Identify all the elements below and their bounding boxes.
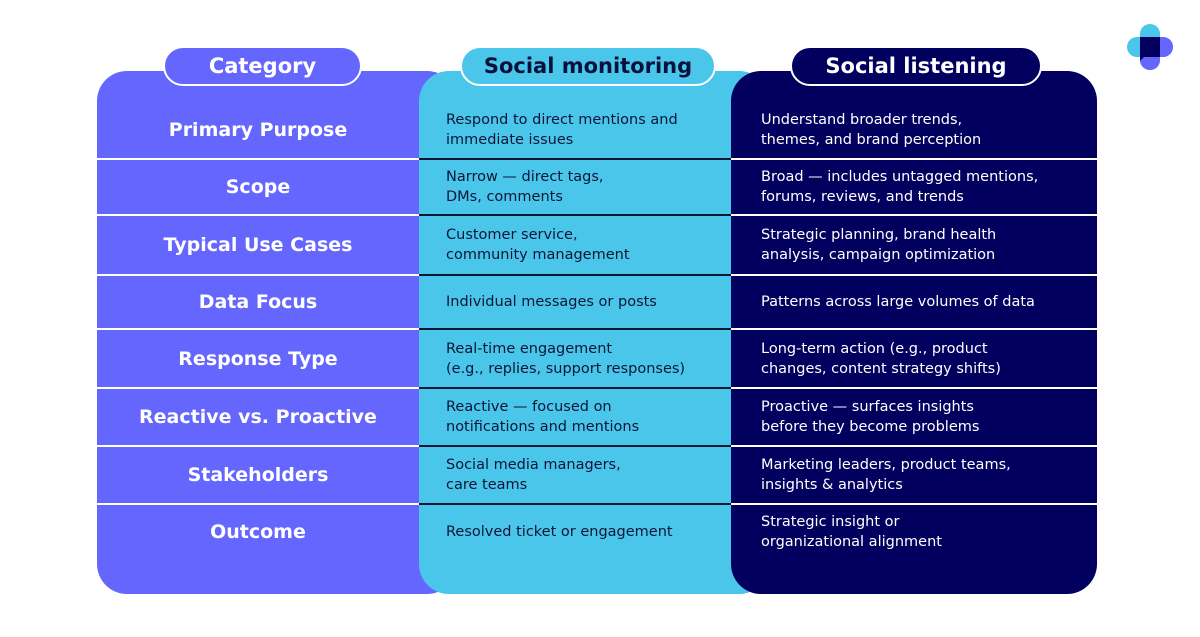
row-divider bbox=[419, 445, 731, 447]
brand-plus-logo-icon bbox=[1127, 24, 1173, 70]
monitoring-cell: Resolved ticket or engagement bbox=[419, 504, 731, 560]
monitoring-cell-text: Individual messages or posts bbox=[446, 294, 657, 310]
category-cell-text: Typical Use Cases bbox=[163, 234, 353, 256]
monitoring-cell-text: Narrow — direct tags, DMs, comments bbox=[446, 169, 604, 205]
category-cell-text: Primary Purpose bbox=[168, 118, 348, 141]
listening-cell: Marketing leaders, product teams, insigh… bbox=[731, 446, 1097, 504]
monitoring-header: Social monitoring bbox=[460, 46, 716, 86]
listening-cell: Patterns across large volumes of data bbox=[731, 275, 1097, 329]
listening-cell-text: Strategic planning, brand health analysi… bbox=[761, 227, 997, 263]
monitoring-cell: Individual messages or posts bbox=[419, 275, 731, 329]
monitoring-cell: Social media managers, care teams bbox=[419, 446, 731, 504]
row-divider bbox=[97, 445, 419, 447]
monitoring-cell-text: Reactive — focused on notifications and … bbox=[446, 399, 640, 435]
row-divider bbox=[97, 274, 419, 276]
row-divider bbox=[419, 158, 731, 160]
listening-cell-text: Marketing leaders, product teams, insigh… bbox=[761, 457, 1011, 493]
category-cell: Reactive vs. Proactive bbox=[97, 388, 419, 446]
monitoring-cell: Reactive — focused on notifications and … bbox=[419, 388, 731, 446]
listening-cell: Proactive — surfaces insights before the… bbox=[731, 388, 1097, 446]
monitoring-cell: Real-time engagement (e.g., replies, sup… bbox=[419, 329, 731, 388]
monitoring-cell-text: Social media managers, care teams bbox=[446, 457, 621, 493]
row-divider bbox=[97, 328, 419, 330]
row-divider bbox=[731, 274, 1097, 276]
row-divider bbox=[731, 387, 1097, 389]
listening-cell-text: Understand broader trends, themes, and b… bbox=[761, 111, 982, 148]
listening-header: Social listening bbox=[790, 46, 1042, 86]
listening-cell-text: Patterns across large volumes of data bbox=[761, 294, 1035, 310]
row-divider bbox=[97, 158, 419, 160]
listening-cell: Strategic insight or organizational alig… bbox=[731, 504, 1097, 560]
category-cell-text: Scope bbox=[225, 176, 291, 198]
listening-cell: Broad — includes untagged mentions, foru… bbox=[731, 159, 1097, 215]
monitoring-cell: Narrow — direct tags, DMs, comments bbox=[419, 159, 731, 215]
row-divider bbox=[731, 445, 1097, 447]
listening-cell-text: Long-term action (e.g., product changes,… bbox=[761, 340, 1001, 377]
listening-cell: Understand broader trends, themes, and b… bbox=[731, 100, 1097, 159]
listening-cell: Long-term action (e.g., product changes,… bbox=[731, 329, 1097, 388]
monitoring-cell-text: Customer service, community management bbox=[446, 227, 630, 263]
row-divider bbox=[419, 328, 731, 330]
monitoring-cell-text: Resolved ticket or engagement bbox=[446, 524, 673, 540]
row-divider bbox=[419, 274, 731, 276]
listening-cell-text: Proactive — surfaces insights before the… bbox=[761, 399, 980, 435]
row-divider bbox=[731, 328, 1097, 330]
monitoring-cell-text: Real-time engagement (e.g., replies, sup… bbox=[446, 340, 686, 377]
category-cell: Primary Purpose bbox=[97, 100, 419, 159]
listening-cell: Strategic planning, brand health analysi… bbox=[731, 215, 1097, 275]
category-cell-text: Reactive vs. Proactive bbox=[139, 406, 377, 428]
listening-cell-text: Broad — includes untagged mentions, foru… bbox=[761, 169, 1039, 205]
row-divider bbox=[419, 503, 731, 505]
row-divider bbox=[419, 214, 731, 216]
row-divider bbox=[731, 158, 1097, 160]
category-cell-text: Outcome bbox=[210, 521, 306, 543]
monitoring-cell-text: Respond to direct mentions and immediate… bbox=[446, 111, 678, 148]
listening-cell-text: Strategic insight or organizational alig… bbox=[761, 514, 942, 550]
category-cell-text: Data Focus bbox=[198, 291, 318, 313]
monitoring-cell: Customer service, community management bbox=[419, 215, 731, 275]
row-divider bbox=[97, 387, 419, 389]
category-cell-text: Stakeholders bbox=[187, 464, 329, 486]
category-cell: Stakeholders bbox=[97, 446, 419, 504]
row-divider bbox=[731, 214, 1097, 216]
monitoring-cell: Respond to direct mentions and immediate… bbox=[419, 100, 731, 159]
row-divider bbox=[731, 503, 1097, 505]
row-divider bbox=[97, 503, 419, 505]
category-cell: Scope bbox=[97, 159, 419, 215]
category-header: Category bbox=[163, 46, 362, 86]
category-cell: Response Type bbox=[97, 329, 419, 388]
row-divider bbox=[97, 214, 419, 216]
category-cell: Typical Use Cases bbox=[97, 215, 419, 275]
row-divider bbox=[419, 387, 731, 389]
category-cell: Data Focus bbox=[97, 275, 419, 329]
category-cell: Outcome bbox=[97, 504, 419, 560]
category-cell-text: Response Type bbox=[178, 347, 338, 370]
